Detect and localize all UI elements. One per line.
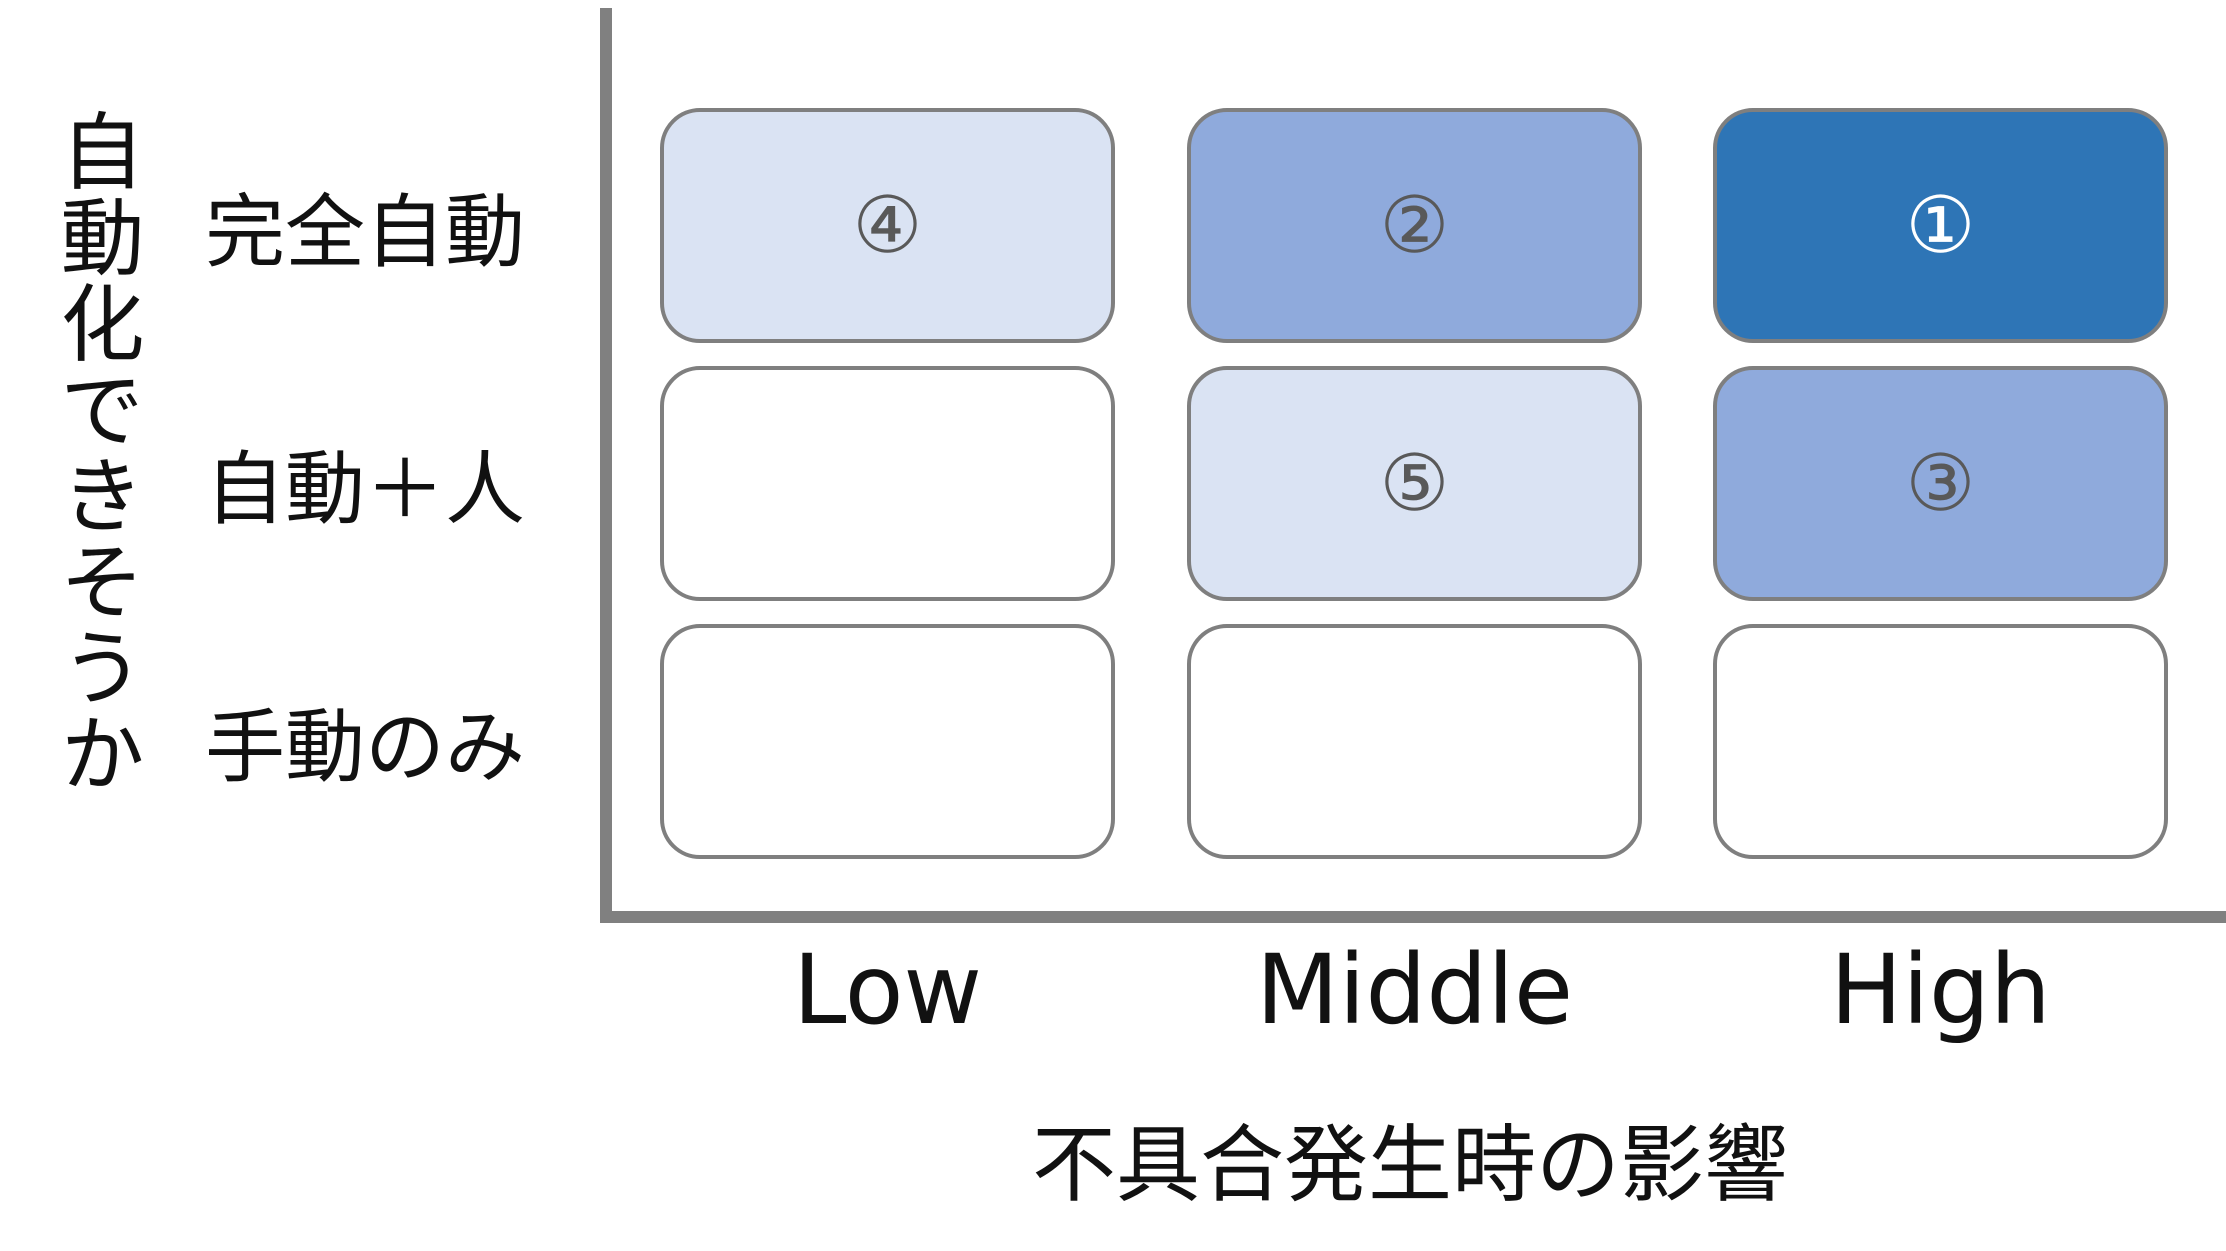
x-axis-title: 不具合発生時の影響 (1031, 1116, 1788, 1214)
cell-number: ① (1905, 180, 1976, 271)
x-axis-line (600, 911, 2226, 923)
col-label-low: Low (792, 934, 983, 1046)
y-axis-line (600, 8, 612, 923)
row-label-auto-plus-human: 自動＋人 (205, 443, 525, 536)
cell-full-auto-low: ④ (660, 108, 1115, 343)
col-label-middle: Middle (1255, 934, 1574, 1046)
cell-full-auto-high: ① (1713, 108, 2168, 343)
cell-number: ③ (1905, 438, 1976, 529)
cell-number: ④ (852, 180, 923, 271)
cell-manual-only-middle (1187, 624, 1642, 859)
cell-auto-plus-human-middle: ⑤ (1187, 366, 1642, 601)
cell-auto-plus-human-low (660, 366, 1115, 601)
col-label-high: High (1830, 934, 2051, 1046)
cell-manual-only-high (1713, 624, 2168, 859)
cell-manual-only-low (660, 624, 1115, 859)
cell-auto-plus-human-high: ③ (1713, 366, 2168, 601)
y-axis-title: 自動化できそうか (47, 108, 145, 796)
row-label-full-auto: 完全自動 (205, 186, 525, 279)
cell-full-auto-middle: ② (1187, 108, 1642, 343)
row-label-manual-only: 手動のみ (205, 701, 525, 794)
cell-number: ⑤ (1379, 438, 1450, 529)
cell-number: ② (1379, 180, 1450, 271)
